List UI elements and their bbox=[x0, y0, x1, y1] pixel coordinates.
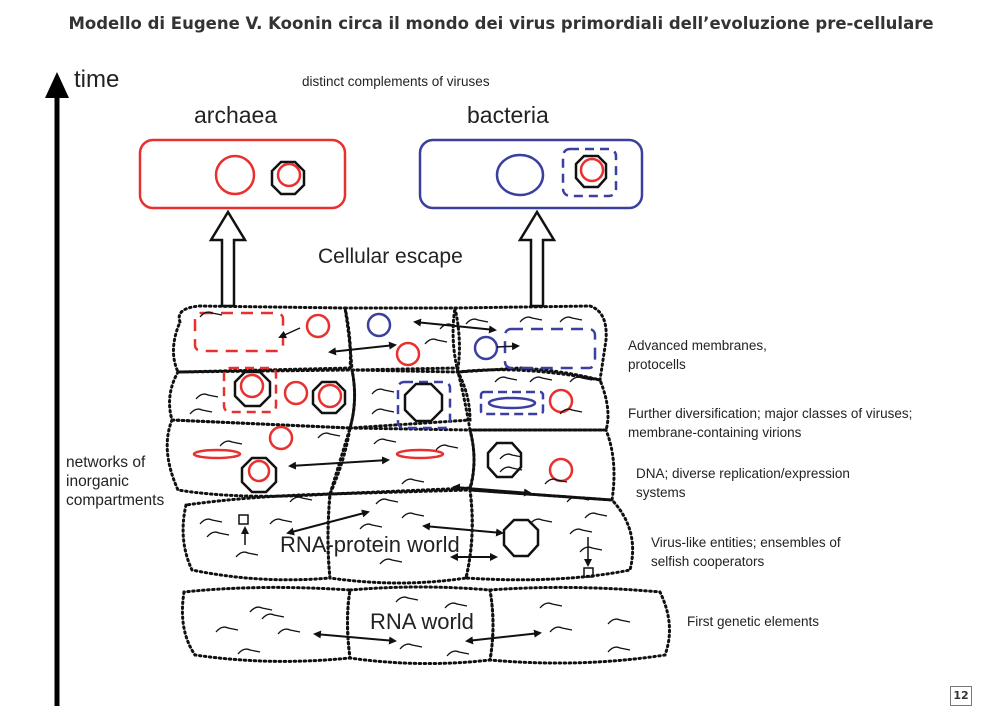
rna-strand-icon bbox=[607, 646, 631, 653]
rna-strand-icon bbox=[277, 628, 301, 635]
top-caption: distinct complements of viruses bbox=[302, 74, 490, 89]
rna-strand-icon bbox=[439, 323, 463, 330]
rna-strand-icon bbox=[289, 496, 313, 503]
rna-strand-icon bbox=[607, 618, 631, 625]
rna-strand-icon bbox=[559, 408, 583, 415]
time-arrow-icon bbox=[45, 72, 69, 98]
rna-strand-icon bbox=[529, 376, 553, 383]
rna-strand-icon bbox=[375, 498, 399, 505]
rna-strand-icon bbox=[359, 523, 383, 530]
rna-strand-icon bbox=[371, 388, 395, 395]
escape-arrow-archaea bbox=[208, 209, 248, 308]
rna-strand-icon bbox=[189, 408, 213, 415]
rna-strand-icon bbox=[249, 606, 273, 613]
rna-strand-icon bbox=[494, 376, 518, 383]
rna-strand-icon bbox=[371, 408, 395, 415]
rna-protein-world-label: RNA-protein world bbox=[280, 532, 460, 557]
rna-strand-icon bbox=[373, 438, 397, 445]
bacteria-cell bbox=[418, 138, 644, 210]
rna-strand-icon bbox=[539, 602, 563, 609]
rna-strand-icon bbox=[549, 626, 573, 633]
rna-strand-icon bbox=[499, 466, 523, 473]
rna-strand-icon bbox=[195, 393, 219, 400]
genetic-elements bbox=[189, 311, 631, 657]
rna-strand-icon bbox=[199, 311, 223, 318]
rna-strand-icon bbox=[444, 602, 468, 609]
rna-strand-icon bbox=[499, 453, 523, 460]
rna-strand-icon bbox=[435, 444, 459, 451]
archaea-label: archaea bbox=[194, 102, 278, 128]
rna-world-row bbox=[313, 629, 542, 645]
rna-strand-icon bbox=[579, 546, 603, 553]
stage-label-protocells: Advanced membranes, protocells bbox=[628, 338, 767, 372]
rna-strand-icon bbox=[199, 518, 223, 525]
rna-strand-icon bbox=[261, 613, 285, 620]
archaea-cell bbox=[138, 138, 347, 210]
bacteria-label: bacteria bbox=[467, 102, 549, 128]
stage-label-virus-like: Virus-like entities; ensembles of selfis… bbox=[651, 535, 841, 569]
rna-strand-icon bbox=[569, 528, 593, 535]
time-axis bbox=[45, 72, 69, 706]
rna-strand-icon bbox=[206, 531, 230, 538]
networks-label: networks of inorganic compartments bbox=[66, 454, 165, 509]
virion-icon bbox=[574, 154, 608, 189]
virion-classes-row bbox=[222, 366, 574, 430]
time-axis-label: time bbox=[74, 66, 120, 93]
rna-strand-icon bbox=[519, 316, 543, 323]
stage-label-first-genetic: First genetic elements bbox=[687, 614, 820, 629]
rna-protein-row bbox=[238, 509, 594, 578]
escape-arrow-bacteria bbox=[517, 209, 557, 308]
slide-title: Modello di Eugene V. Koonin circa il mon… bbox=[68, 14, 934, 33]
rna-strand-icon bbox=[269, 518, 293, 525]
dna-row bbox=[192, 425, 574, 497]
rna-strand-icon bbox=[395, 596, 419, 603]
stage-label-diversification: Further diversification; major classes o… bbox=[628, 406, 913, 440]
rna-world-label: RNA world bbox=[370, 609, 474, 634]
rna-strand-icon bbox=[379, 558, 403, 565]
rna-strand-icon bbox=[446, 650, 470, 657]
rna-strand-icon bbox=[559, 316, 583, 323]
rna-strand-icon bbox=[424, 338, 448, 345]
rna-strand-icon bbox=[569, 376, 593, 383]
rna-strand-icon bbox=[566, 496, 590, 503]
rna-strand-icon bbox=[584, 512, 608, 519]
protocell-row bbox=[193, 311, 597, 370]
rna-strand-icon bbox=[399, 643, 423, 650]
cellular-escape-label: Cellular escape bbox=[318, 245, 463, 268]
rna-strand-icon bbox=[237, 648, 261, 655]
rna-strand-icon bbox=[544, 478, 568, 485]
rna-strand-icon bbox=[235, 551, 259, 558]
rna-strand-icon bbox=[529, 518, 553, 525]
rna-strand-icon bbox=[215, 626, 239, 633]
rna-strand-icon bbox=[401, 512, 425, 519]
rna-strand-icon bbox=[401, 478, 425, 485]
rna-strand-icon bbox=[465, 318, 489, 325]
page-number: 12 bbox=[950, 686, 972, 706]
stage-label-dna: DNA; diverse replication/expression syst… bbox=[636, 466, 850, 500]
virion-icon bbox=[270, 160, 306, 196]
rna-strand-icon bbox=[317, 432, 341, 439]
rna-strand-icon bbox=[219, 440, 243, 447]
